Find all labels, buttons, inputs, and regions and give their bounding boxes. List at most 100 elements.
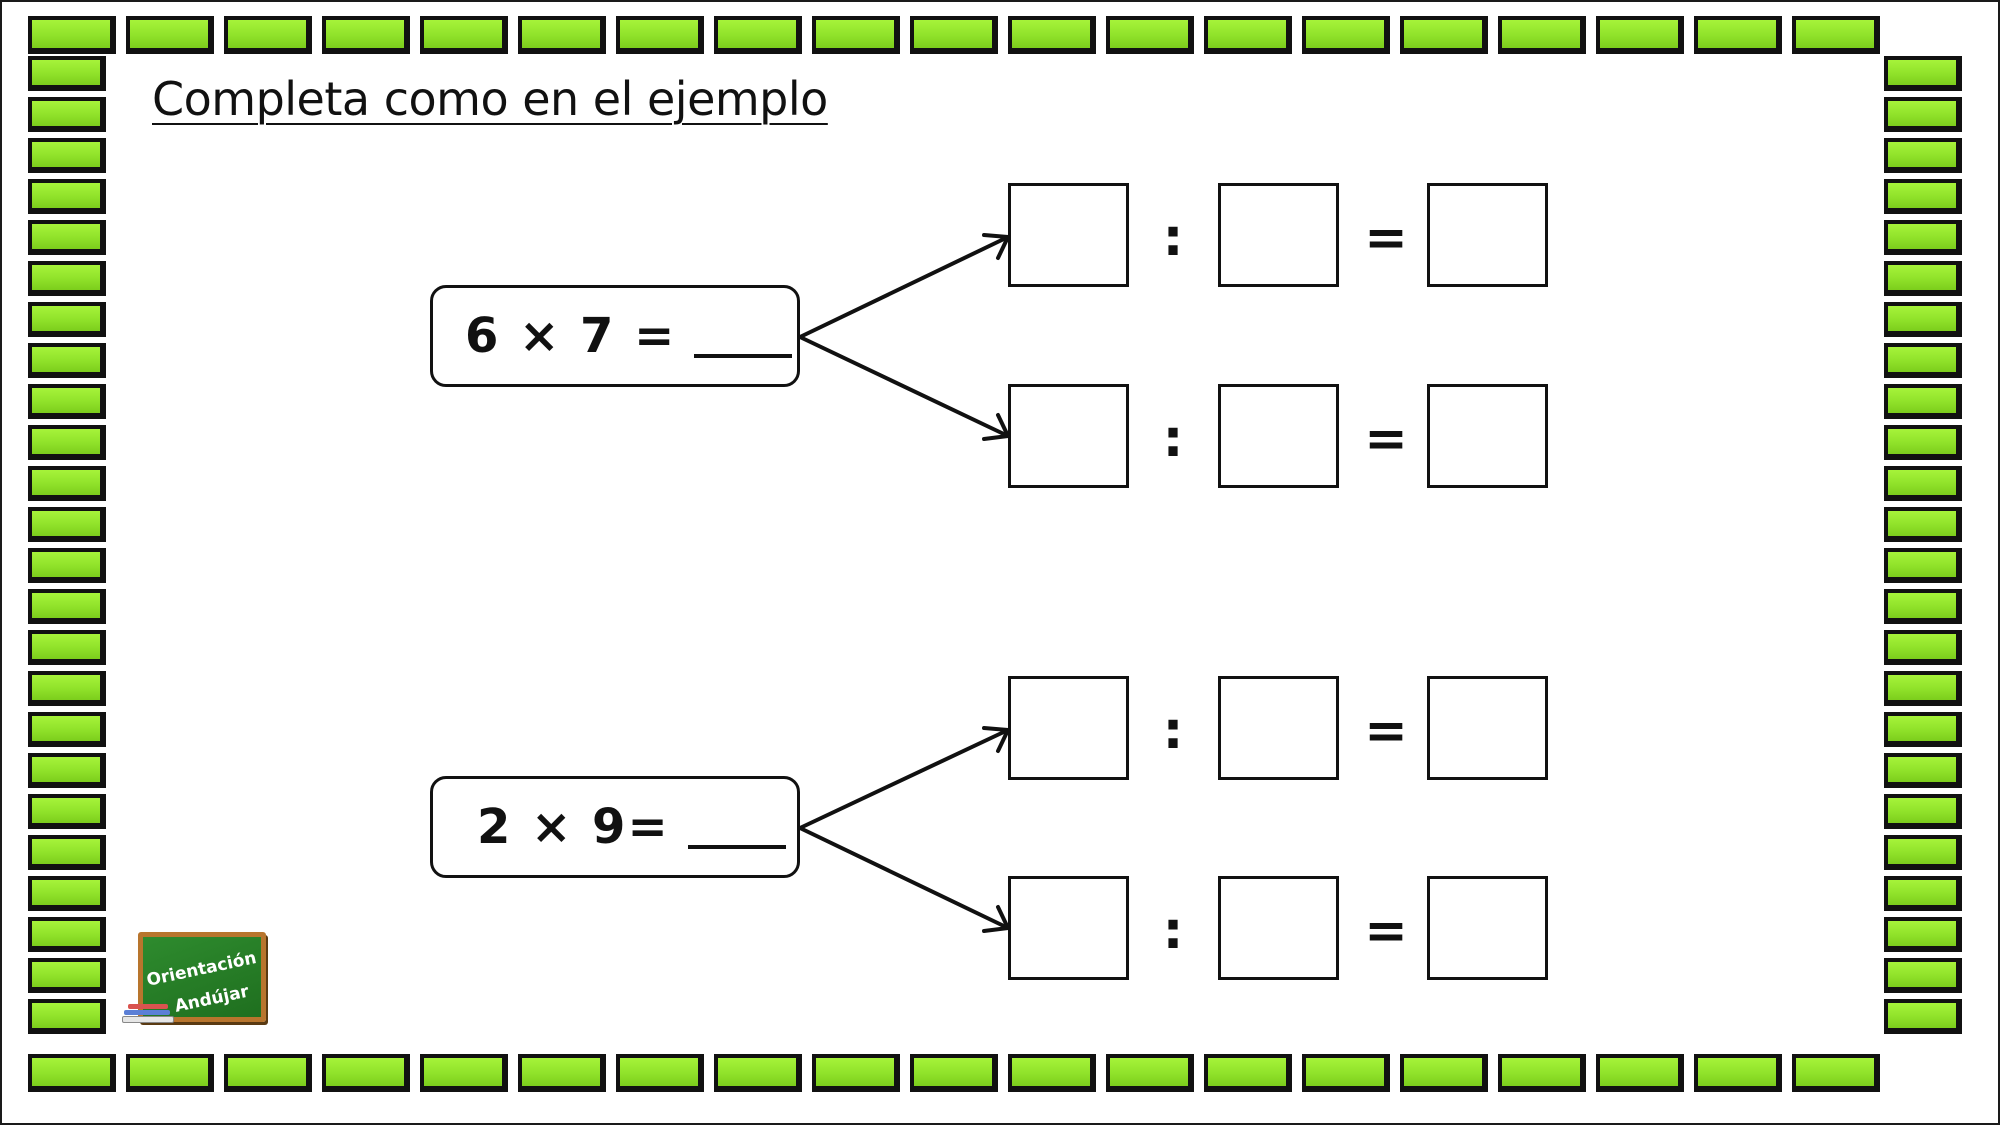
p1-row1-quotient-box[interactable] bbox=[1427, 183, 1548, 287]
p2-row2-divisor-box[interactable] bbox=[1218, 876, 1339, 980]
border-brick bbox=[714, 16, 802, 54]
border-brick bbox=[28, 220, 106, 255]
border-brick bbox=[28, 97, 106, 132]
p1-row2-dividend-box[interactable] bbox=[1008, 384, 1129, 488]
books-icon bbox=[122, 1004, 174, 1023]
border-brick bbox=[1792, 1054, 1880, 1092]
border-brick bbox=[1884, 261, 1962, 296]
border-brick bbox=[28, 835, 106, 870]
border-brick bbox=[518, 1054, 606, 1092]
border-brick bbox=[1106, 1054, 1194, 1092]
border-brick bbox=[1792, 16, 1880, 54]
p2-row2-equals-sign: = bbox=[1364, 901, 1408, 961]
p1-row2-divide-sign: : bbox=[1162, 409, 1184, 469]
border-brick bbox=[1884, 589, 1962, 624]
border-brick bbox=[28, 507, 106, 542]
p2-row1-dividend-box[interactable] bbox=[1008, 676, 1129, 780]
p2-row2-divide-sign: : bbox=[1162, 901, 1184, 961]
border-brick bbox=[1884, 999, 1962, 1034]
border-brick bbox=[1596, 1054, 1684, 1092]
border-brick bbox=[28, 917, 106, 952]
border-brick bbox=[1884, 671, 1962, 706]
border-brick bbox=[420, 1054, 508, 1092]
border-brick bbox=[28, 179, 106, 214]
border-brick bbox=[322, 1054, 410, 1092]
p2-row1-equals-sign: = bbox=[1364, 701, 1408, 761]
border-brick bbox=[1884, 384, 1962, 419]
border-brick bbox=[714, 1054, 802, 1092]
border-brick bbox=[28, 753, 106, 788]
border-brick bbox=[1302, 16, 1390, 54]
border-brick bbox=[28, 548, 106, 583]
border-brick bbox=[1884, 917, 1962, 952]
border-brick bbox=[28, 302, 106, 337]
border-brick bbox=[1884, 343, 1962, 378]
border-brick bbox=[1204, 1054, 1292, 1092]
p1-row2-divisor-box[interactable] bbox=[1218, 384, 1339, 488]
problem-1-expression: 6 × 7 = bbox=[465, 308, 677, 364]
border-brick bbox=[28, 999, 106, 1034]
border-brick bbox=[812, 16, 900, 54]
arrow-1a bbox=[798, 235, 1010, 339]
border-brick bbox=[1498, 1054, 1586, 1092]
border-brick bbox=[224, 16, 312, 54]
border-brick bbox=[224, 1054, 312, 1092]
border-brick bbox=[1884, 794, 1962, 829]
border-brick bbox=[616, 1054, 704, 1092]
border-brick bbox=[1400, 1054, 1488, 1092]
border-brick bbox=[1204, 16, 1292, 54]
problem-1-multiplication: 6 × 7 = bbox=[430, 285, 800, 387]
border-brick bbox=[28, 56, 106, 91]
border-brick bbox=[1884, 97, 1962, 132]
border-brick bbox=[28, 466, 106, 501]
border-brick bbox=[1884, 56, 1962, 91]
page-title: Completa como en el ejemplo bbox=[152, 72, 828, 126]
border-brick bbox=[28, 261, 106, 296]
border-brick bbox=[1008, 16, 1096, 54]
border-brick bbox=[1884, 138, 1962, 173]
border-brick bbox=[1884, 466, 1962, 501]
problem-2-answer-blank[interactable] bbox=[687, 845, 786, 849]
border-brick bbox=[420, 16, 508, 54]
arrow-2b bbox=[798, 826, 1010, 930]
p2-row1-quotient-box[interactable] bbox=[1427, 676, 1548, 780]
border-brick bbox=[1302, 1054, 1390, 1092]
border-brick bbox=[1884, 425, 1962, 460]
border-brick bbox=[126, 16, 214, 54]
border-brick bbox=[1884, 958, 1962, 993]
p2-row2-dividend-box[interactable] bbox=[1008, 876, 1129, 980]
border-brick bbox=[126, 1054, 214, 1092]
border-brick bbox=[1008, 1054, 1096, 1092]
p1-row1-dividend-box[interactable] bbox=[1008, 183, 1129, 287]
problem-2-multiplication: 2 × 9= bbox=[430, 776, 800, 878]
border-brick bbox=[1694, 1054, 1782, 1092]
border-brick bbox=[1884, 835, 1962, 870]
border-brick bbox=[1884, 753, 1962, 788]
border-brick bbox=[322, 16, 410, 54]
p1-row2-quotient-box[interactable] bbox=[1427, 384, 1548, 488]
border-brick bbox=[1884, 507, 1962, 542]
p2-row2-quotient-box[interactable] bbox=[1427, 876, 1548, 980]
p2-row1-divisor-box[interactable] bbox=[1218, 676, 1339, 780]
border-brick bbox=[1694, 16, 1782, 54]
border-brick bbox=[1106, 16, 1194, 54]
border-brick bbox=[1400, 16, 1488, 54]
border-brick bbox=[1884, 302, 1962, 337]
p1-row1-equals-sign: = bbox=[1364, 208, 1408, 268]
p1-row1-divide-sign: : bbox=[1162, 208, 1184, 268]
logo-text-line2: Andújar bbox=[172, 981, 251, 1017]
arrow-1b bbox=[798, 335, 1010, 438]
border-brick bbox=[518, 16, 606, 54]
border-brick bbox=[28, 425, 106, 460]
border-brick bbox=[28, 1054, 116, 1092]
border-brick bbox=[616, 16, 704, 54]
problem-1-answer-blank[interactable] bbox=[694, 354, 793, 358]
p1-row1-divisor-box[interactable] bbox=[1218, 183, 1339, 287]
border-brick bbox=[28, 384, 106, 419]
border-brick bbox=[28, 589, 106, 624]
border-brick bbox=[28, 876, 106, 911]
border-brick bbox=[28, 958, 106, 993]
border-brick bbox=[1498, 16, 1586, 54]
